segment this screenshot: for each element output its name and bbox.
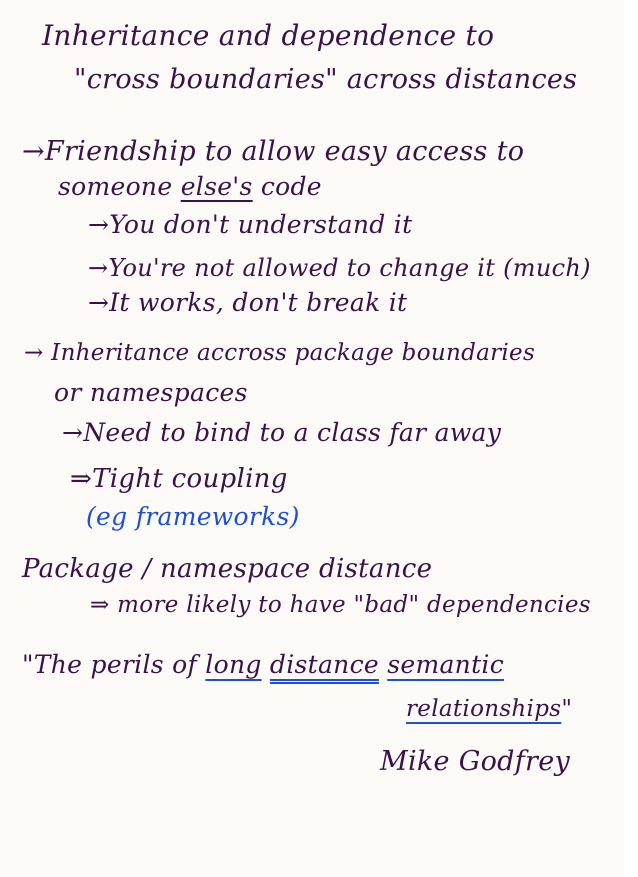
quote-close: " (561, 696, 573, 722)
friendship-line-1: →Friendship to allow easy access to (22, 136, 525, 167)
inheritance-line-2: or namespaces (54, 378, 248, 407)
quote-word-semantic: semantic (387, 650, 505, 679)
frameworks-note: (eg frameworks) (86, 502, 300, 531)
quote-word-long: long (205, 650, 262, 679)
quote-word-distance: distance (269, 650, 379, 679)
quote-line-1: "The perils of long distance semantic (22, 652, 504, 677)
friendship-bullet-2: →You're not allowed to change it (much) (88, 254, 591, 282)
quote-line-2: relationships" (406, 698, 572, 721)
title-line-1: Inheritance and dependence to (42, 19, 495, 52)
friendship-bullet-1: →You don't understand it (88, 210, 413, 239)
title-line-2: "cross boundaries" across distances (74, 64, 578, 95)
quote-open: "The perils of (22, 650, 206, 679)
friendship-line-2: someone else's code (58, 174, 322, 199)
friendship-line-2-suffix: code (252, 172, 322, 201)
inheritance-bullet-2: ⇒Tight coupling (70, 464, 288, 494)
inheritance-line-1: → Inheritance accross package boundaries (24, 340, 536, 366)
whiteboard-note-page: Inheritance and dependence to "cross bou… (22, 19, 591, 777)
author-signature: Mike Godfrey (380, 746, 571, 777)
package-line-1: Package / namespace distance (22, 554, 433, 584)
package-line-2: ⇒ more likely to have "bad" dependencies (90, 592, 591, 618)
friendship-bullet-3: →It works, don't break it (88, 288, 408, 317)
quote-word-relationships: relationships (406, 696, 562, 722)
else-underlined-word: else's (180, 172, 253, 201)
friendship-line-2-prefix: someone (58, 172, 181, 201)
inheritance-bullet-1: →Need to bind to a class far away (62, 418, 502, 447)
